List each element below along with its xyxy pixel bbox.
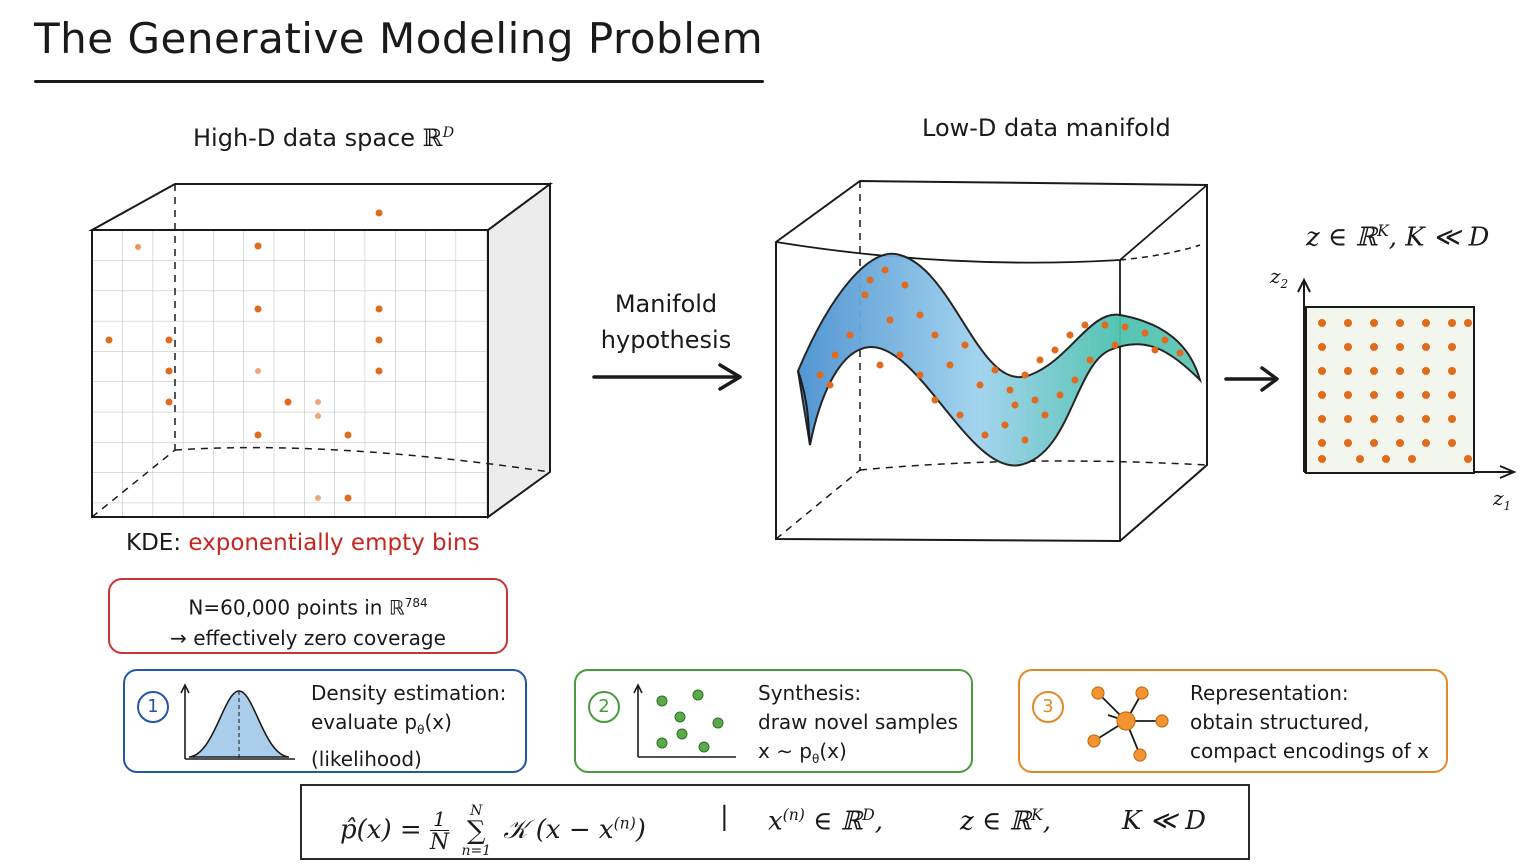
card-2-line-3-tail: (x) bbox=[819, 739, 847, 763]
axis-z2-sub: 2 bbox=[1280, 277, 1289, 291]
high-d-cube bbox=[88, 182, 554, 519]
card-1-line-1: Density estimation: bbox=[311, 681, 507, 705]
formula-kernel: 𝒦 (x − x bbox=[503, 815, 614, 845]
card-2-line-3-text: x ∼ p bbox=[758, 739, 813, 763]
axis-z2-letter: z bbox=[1270, 264, 1281, 288]
latent-label-text: z ∈ ℝ bbox=[1306, 222, 1378, 253]
coverage-box: N=60,000 points in ℝ784 → effectively ze… bbox=[108, 578, 508, 654]
kde-prefix: KDE: bbox=[126, 530, 182, 556]
formula-separator: | bbox=[720, 802, 729, 832]
axis-z1-label: z1 bbox=[1493, 486, 1511, 513]
card-2-line-3-sub: θ bbox=[812, 752, 820, 766]
formula-lhs: p̂(x) = bbox=[340, 815, 430, 845]
card-2-text: Synthesis: draw novel samples x ∼ pθ(x) bbox=[758, 679, 958, 774]
sum-lower: n=1 bbox=[461, 843, 492, 859]
manifold-hypothesis-label: Manifold hypothesis bbox=[596, 286, 736, 358]
left-panel-title-math: ℝ bbox=[422, 124, 443, 152]
sum-upper: N bbox=[470, 803, 483, 819]
right-arrow-icon-2 bbox=[1224, 366, 1279, 392]
axis-z1-letter: z bbox=[1493, 486, 1504, 510]
page-title: The Generative Modeling Problem bbox=[34, 14, 764, 63]
sparse-data-points bbox=[105, 209, 383, 502]
left-panel-title: High-D data space ℝD bbox=[193, 124, 454, 152]
card-synthesis: 2 Synthesis: draw novel samples x ∼ pθ(x… bbox=[574, 669, 973, 773]
card-2-number: 2 bbox=[588, 691, 620, 723]
formula-kernel-close: ) bbox=[635, 815, 646, 845]
coverage-line-1-sup: 784 bbox=[404, 596, 428, 610]
latent-space-label: z ∈ ℝK, K ≪ D bbox=[1306, 222, 1489, 253]
card-1-line-2-tail: (x) bbox=[424, 710, 452, 734]
formula-term-k: K ≪ D bbox=[1122, 806, 1207, 836]
card-1-text: Density estimation: evaluate pθ(x) (like… bbox=[311, 679, 506, 774]
arrow-label-line-1: Manifold bbox=[614, 290, 718, 318]
formula-term-z: z ∈ ℝK, bbox=[960, 806, 1051, 837]
card-3-line-3: compact encodings of x bbox=[1190, 739, 1429, 763]
term-x-sup: (n) bbox=[782, 806, 805, 824]
gaussian-icon bbox=[180, 683, 295, 760]
coverage-line-1: N=60,000 points in ℝ784 bbox=[110, 588, 506, 623]
summation: N ∑ n=1 bbox=[461, 804, 491, 858]
card-representation: 3 Representation: obtain structured, com… bbox=[1018, 669, 1448, 773]
card-1-line-2: evaluate pθ(x) bbox=[311, 708, 506, 745]
term-z-sup: K bbox=[1031, 806, 1043, 824]
term-x-comma: , bbox=[874, 806, 884, 837]
term-z-comma: , bbox=[1042, 806, 1052, 837]
middle-panel-title: Low-D data manifold bbox=[922, 114, 1171, 142]
right-arrow-icon bbox=[592, 363, 742, 391]
network-graph-icon bbox=[1087, 686, 1169, 762]
card-density-estimation: 1 Density estimation: evaluate pθ(x) (li… bbox=[123, 669, 527, 773]
axis-z1-sub: 1 bbox=[1503, 499, 1512, 513]
card-1-number: 1 bbox=[137, 691, 169, 723]
card-1-line-2-text: evaluate p bbox=[311, 710, 418, 734]
card-3-number: 3 bbox=[1032, 691, 1064, 723]
card-3-line-1: Representation: bbox=[1190, 681, 1349, 705]
latent-grid bbox=[1297, 277, 1517, 479]
manifold-box bbox=[775, 179, 1208, 543]
arrow-label-line-2: hypothesis bbox=[600, 326, 732, 354]
term-x-tail: ∈ ℝ bbox=[804, 806, 863, 837]
kde-caption: KDE: exponentially empty bins bbox=[126, 530, 480, 556]
fraction-denominator: N bbox=[429, 829, 450, 855]
scatter-samples-icon bbox=[633, 683, 736, 758]
card-1-line-3: (likelihood) bbox=[311, 747, 422, 771]
coverage-line-2: → effectively zero coverage bbox=[170, 625, 446, 650]
left-panel-title-sup: D bbox=[442, 125, 455, 141]
latent-label-tail: , K ≪ D bbox=[1388, 222, 1490, 253]
term-x-sup2: D bbox=[862, 806, 875, 824]
coverage-line-1-text: N=60,000 points in ℝ bbox=[188, 595, 405, 620]
latent-label-sup: K bbox=[1377, 222, 1389, 240]
term-x: x bbox=[768, 806, 783, 837]
kde-empty-bins: exponentially empty bins bbox=[188, 530, 480, 556]
latent-points bbox=[1318, 319, 1472, 463]
title-underline bbox=[34, 80, 764, 83]
card-3-line-2: obtain structured, bbox=[1190, 710, 1370, 734]
card-1-line-2-sub: θ bbox=[417, 723, 425, 737]
sum-sigma: ∑ bbox=[466, 816, 486, 846]
formula-kernel-sup: (n) bbox=[613, 814, 636, 833]
formula-term-x: x(n) ∈ ℝD, bbox=[768, 806, 883, 837]
card-3-text: Representation: obtain structured, compa… bbox=[1190, 679, 1429, 766]
manifold-data-points bbox=[816, 266, 1184, 444]
card-2-line-2: draw novel samples bbox=[758, 710, 958, 734]
term-z: z ∈ ℝ bbox=[960, 806, 1032, 837]
card-2-line-1: Synthesis: bbox=[758, 681, 862, 705]
fraction-numerator: 1 bbox=[433, 806, 446, 831]
card-2-line-3: x ∼ pθ(x) bbox=[758, 737, 958, 774]
axis-z2-label: z2 bbox=[1270, 264, 1288, 291]
left-panel-title-text: High-D data space bbox=[193, 124, 423, 152]
